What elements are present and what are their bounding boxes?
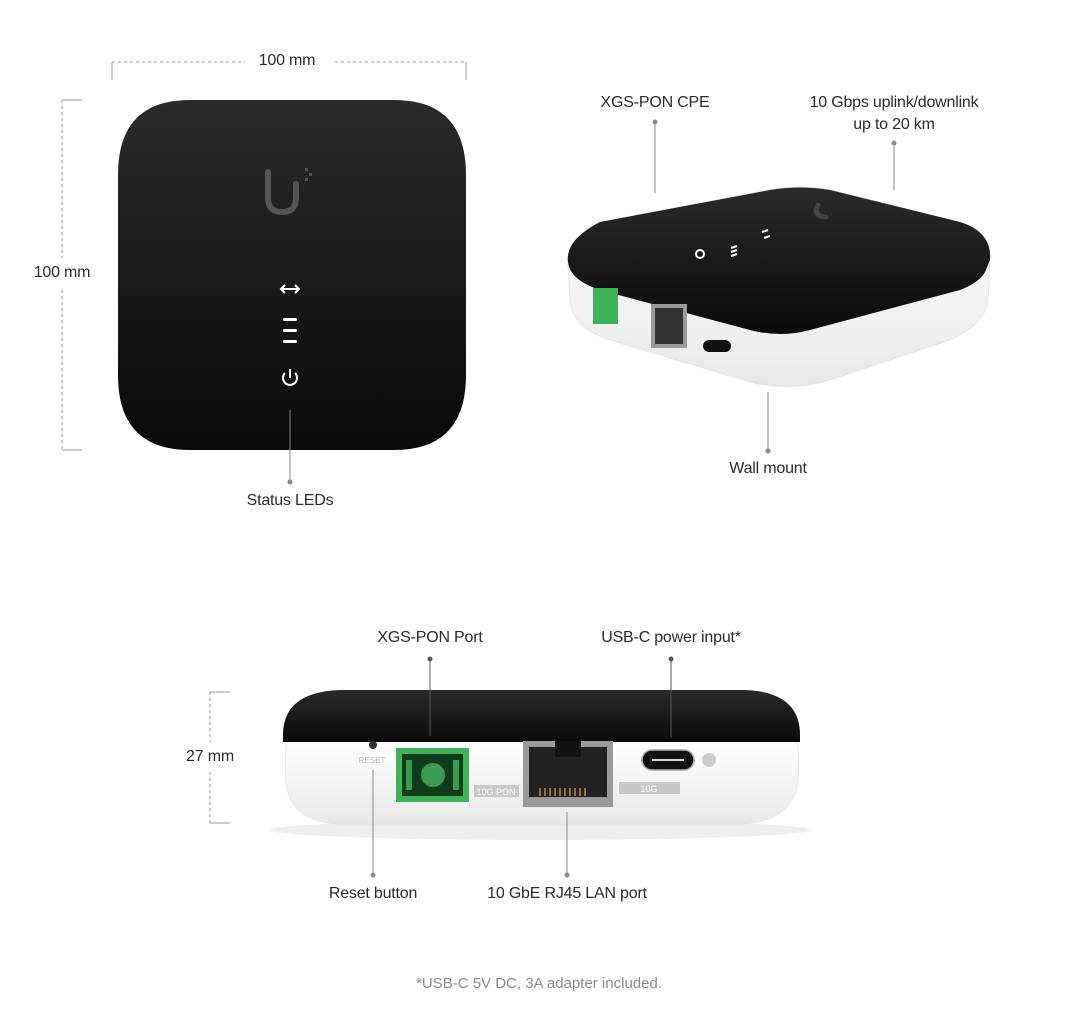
- sc-port-icon: [593, 288, 618, 324]
- width-dimension: 100 mm: [258, 52, 316, 69]
- rj45-port-icon: [523, 741, 613, 807]
- power-led-icon: [695, 249, 705, 259]
- device-angled-view: [567, 187, 991, 387]
- sc-port-icon: [396, 748, 469, 802]
- xgs-pon-cpe-label: XGS-PON CPE: [600, 94, 710, 111]
- ubiquiti-logo-icon: [813, 202, 829, 220]
- depth-dimension: 27 mm: [186, 746, 234, 768]
- usbc-leader: [668, 656, 674, 738]
- reset-hole-icon: [369, 741, 377, 749]
- xgs-pon-port-leader: [427, 656, 433, 736]
- rj45-leader: [564, 812, 570, 878]
- rj45-port-label: 10 GbE RJ45 LAN port: [487, 885, 647, 902]
- footnote: *USB-C 5V DC, 3A adapter included.: [416, 975, 662, 992]
- usbc-port-icon: [641, 749, 695, 771]
- wall-mount-leader: [765, 392, 771, 454]
- uplink-leader: [891, 140, 897, 190]
- lan-port-label: 10G: [640, 784, 657, 794]
- pon-port-label: 10G PON: [476, 787, 515, 797]
- uplink-label-line2: up to 20 km: [853, 116, 935, 133]
- signal-bars-led-icon: [730, 245, 738, 257]
- ubiquiti-logo-icon: [265, 169, 299, 216]
- xgs-pon-cpe-leader: [652, 119, 658, 193]
- reset-button-label: Reset button: [328, 885, 418, 902]
- height-dimension-line: [61, 99, 82, 451]
- reset-label: RESET: [359, 756, 386, 765]
- uplink-label-line1: 10 Gbps uplink/downlink: [809, 94, 979, 111]
- lightning-icon: [702, 753, 716, 767]
- device-front-view: [118, 100, 466, 450]
- wall-mount-label: Wall mount: [729, 460, 807, 477]
- usbc-power-label: USB-C power input*: [601, 629, 741, 646]
- signal-bars-led-icon: [283, 318, 297, 343]
- power-led-icon: [282, 369, 298, 386]
- status-leds-label: Status LEDs: [246, 492, 334, 509]
- device-side-view: RESET 10G PON 10G: [270, 690, 810, 840]
- depth-dimension-line: [209, 691, 230, 824]
- width-dimension-line: [111, 61, 467, 80]
- link-arrows-led-icon: [761, 229, 771, 239]
- usbc-port-icon: [703, 340, 731, 352]
- status-leds-leader: [287, 410, 293, 485]
- link-arrows-led-icon: [279, 284, 301, 294]
- xgs-pon-port-label: XGS-PON Port: [377, 629, 483, 646]
- height-dimension: 100 mm: [33, 262, 91, 284]
- reset-leader: [370, 770, 376, 878]
